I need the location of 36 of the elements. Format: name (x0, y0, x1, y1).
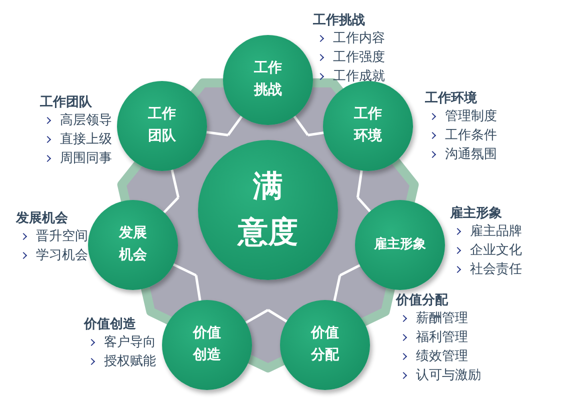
list-item: 认可与激励 (396, 366, 481, 385)
list-heading: 价值创造 (84, 316, 137, 333)
list-item: 客户导向 (84, 333, 156, 352)
list-heading: 雇主形象 (450, 205, 503, 222)
list-item: 雇主品牌 (450, 222, 522, 241)
list-heading: 发展机会 (16, 210, 69, 227)
list-item: 管理制度 (425, 107, 497, 126)
list-item: 学习机会 (16, 246, 88, 265)
list-item: 企业文化 (450, 241, 522, 260)
list-item: 工作内容 (313, 29, 385, 48)
circle-label: 满意度 (238, 168, 298, 252)
list-item: 直接上级 (40, 130, 112, 149)
list-item: 社会责任 (450, 260, 522, 279)
list-heading: 工作环境 (425, 90, 478, 107)
circle-label: 价值分配 (311, 324, 339, 365)
list-item: 工作条件 (425, 126, 497, 145)
circle-label: 价值创造 (193, 324, 221, 365)
circle-label: 发展机会 (119, 224, 147, 265)
category-circle (162, 300, 252, 390)
circle-label: 工作团队 (148, 105, 176, 146)
circle-label: 工作环境 (354, 105, 382, 146)
circle-label: 工作挑战 (254, 59, 282, 100)
list-item: 福利管理 (396, 328, 481, 347)
list-item: 沟通氛围 (425, 145, 497, 164)
list-item: 薪酬管理 (396, 309, 481, 328)
list-item: 工作强度 (313, 48, 385, 67)
list-item: 高层领导 (40, 111, 112, 130)
list-heading: 工作挑战 (313, 12, 366, 29)
list-item: 周围同事 (40, 149, 112, 168)
circle-label: 雇主形象 (374, 236, 426, 254)
list-heading: 工作团队 (40, 94, 93, 111)
list-item: 绩效管理 (396, 347, 481, 366)
list-heading: 价值分配 (396, 292, 450, 309)
list-item: 授权赋能 (84, 352, 156, 371)
category-circle (117, 81, 207, 171)
list-item: 晋升空间 (16, 227, 88, 246)
